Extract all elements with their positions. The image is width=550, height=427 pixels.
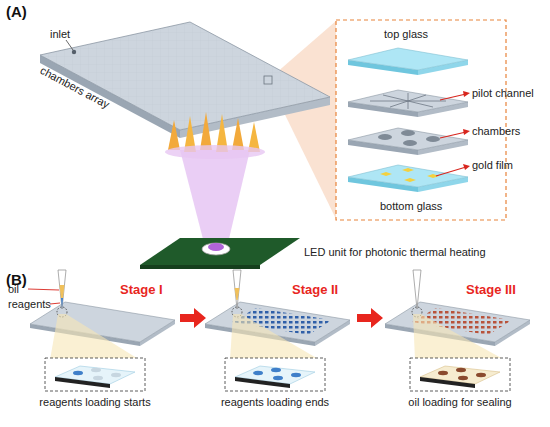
chamber-hole — [378, 134, 392, 140]
step-caption: reagents loading starts — [39, 396, 150, 408]
light-ray — [232, 118, 244, 150]
leader-line — [50, 303, 60, 304]
part-label: chambers — [472, 125, 520, 137]
leader-line — [28, 289, 59, 290]
step-caption: oil loading for sealing — [408, 396, 511, 408]
chambers-layer — [348, 128, 468, 150]
inset-beam — [230, 314, 320, 360]
step-caption: reagents loading ends — [221, 396, 329, 408]
arrow-head — [463, 164, 470, 170]
stage-label: Stage II — [292, 283, 338, 297]
chamber-sealed — [458, 376, 468, 380]
chamber-drop — [273, 376, 283, 380]
gold-pad — [404, 178, 416, 182]
chip-slide — [30, 302, 175, 342]
inset-frame — [410, 358, 510, 391]
reagent-liquid — [61, 298, 63, 309]
arrow-head — [463, 129, 470, 135]
chamber-empty — [93, 376, 103, 380]
top-glass-layer — [348, 48, 468, 70]
leader-line — [440, 94, 466, 100]
chamber-hole — [426, 136, 440, 142]
part-label: LED unit for photonic thermal heating — [304, 246, 486, 258]
leader-line — [66, 40, 73, 50]
stage-arrow — [180, 308, 206, 328]
part-label: reagents — [8, 298, 51, 310]
leader-line — [436, 167, 466, 176]
light-ray — [200, 112, 212, 150]
light-ray — [168, 120, 180, 150]
chamber-empty — [111, 373, 121, 377]
inlet-hole — [72, 50, 76, 54]
light-spot — [165, 145, 265, 159]
pipette-tip — [413, 270, 421, 309]
oil-liquid — [235, 288, 240, 300]
part-label: pilot channel — [472, 87, 534, 99]
chamber-sealed — [438, 371, 448, 375]
gold-pad — [380, 172, 392, 176]
chamber-empty — [91, 368, 101, 372]
chamber-hole — [401, 130, 415, 136]
inset-frame — [45, 358, 145, 391]
light-cone — [180, 150, 250, 243]
part-label: bottom glass — [380, 200, 442, 212]
chamber-sealed — [476, 373, 486, 377]
inset-beam — [413, 314, 505, 360]
stage-label: Stage I — [120, 283, 163, 297]
part-label: gold film — [472, 159, 513, 171]
led-board-edge — [140, 265, 260, 269]
stage-label: Stage III — [466, 283, 516, 297]
chamber-drop — [253, 371, 263, 375]
chamber-sealed — [456, 368, 466, 372]
pilot-channel-layer — [348, 90, 468, 112]
leader-line — [440, 132, 466, 138]
part-label: top glass — [384, 28, 428, 40]
zoom-marker — [264, 76, 272, 84]
inset-frame — [225, 358, 325, 391]
inset-beam — [50, 314, 140, 360]
bottom-glass-layer — [348, 165, 468, 187]
led-board — [140, 238, 300, 265]
chamber-drop — [73, 371, 83, 375]
stage-arrow — [357, 308, 383, 328]
gold-pad — [402, 168, 414, 172]
panel-letter: (A) — [6, 4, 27, 21]
chamber-hole — [403, 140, 417, 146]
channel-lines — [370, 93, 446, 109]
slab-top — [40, 22, 330, 130]
chamber-drop — [291, 373, 301, 377]
pipette-tip — [233, 270, 241, 309]
zoom-shade — [268, 21, 336, 219]
chamber-grid — [40, 22, 330, 130]
arrow-head — [463, 91, 470, 97]
oil-liquid — [60, 285, 65, 298]
exploded-frame — [336, 20, 506, 220]
chamber-drop — [271, 368, 281, 372]
part-label: inlet — [50, 28, 70, 40]
led-housing — [202, 243, 230, 255]
led-chip — [208, 243, 224, 251]
part-label: oil — [8, 283, 19, 295]
